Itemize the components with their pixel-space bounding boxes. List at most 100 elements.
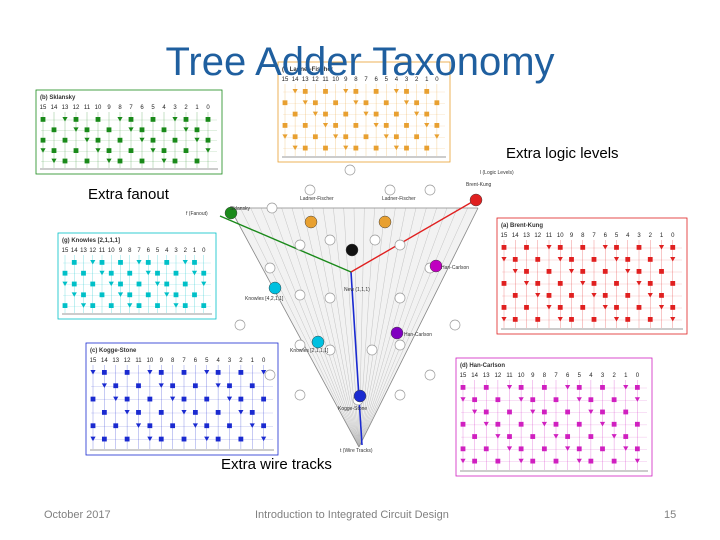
cell-mark — [172, 158, 178, 164]
buffer-mark — [623, 446, 629, 451]
node-label-sklansky: Sklansky — [230, 206, 251, 212]
cell-mark — [181, 436, 187, 442]
cell-mark — [118, 260, 123, 265]
buffer-mark — [535, 293, 541, 298]
hatch-line — [358, 207, 396, 448]
panel-label: (g) Knowles [2,1,1,1] — [62, 238, 120, 244]
buffer-mark — [117, 292, 124, 297]
cell-mark — [576, 385, 582, 390]
cell-mark — [62, 158, 68, 164]
buffer-mark — [238, 410, 244, 415]
bit-header: 7 — [182, 358, 186, 364]
cell-mark — [194, 158, 200, 164]
cell-mark — [183, 148, 189, 153]
cell-mark — [553, 421, 559, 427]
buffer-mark — [99, 270, 105, 276]
buffer-mark — [541, 421, 547, 427]
bit-header: 13 — [80, 248, 87, 254]
cell-mark — [623, 409, 629, 415]
cell-mark — [227, 383, 232, 389]
cell-mark — [483, 446, 489, 452]
node-label-ladner1: Ladner-Fischer — [300, 196, 334, 202]
cell-mark — [636, 245, 642, 250]
buffer-mark — [108, 281, 114, 287]
cell-mark — [113, 423, 119, 429]
bit-header: 9 — [570, 233, 574, 239]
cell-mark — [106, 127, 112, 133]
node-ladner2 — [378, 215, 392, 229]
cell-mark — [292, 111, 298, 117]
grid-node — [394, 339, 406, 351]
grid-node — [369, 234, 381, 246]
cell-mark — [557, 245, 563, 250]
bit-header: 0 — [202, 248, 206, 254]
buffer-mark — [353, 100, 359, 105]
cell-mark — [201, 270, 207, 276]
grid-node — [264, 262, 276, 274]
cell-mark — [383, 123, 389, 128]
bit-header: 6 — [194, 358, 198, 364]
cell-mark — [62, 303, 68, 308]
cell-mark — [580, 305, 586, 310]
bit-header: 4 — [589, 373, 593, 379]
cell-mark — [591, 257, 597, 262]
bit-header: 13 — [483, 373, 490, 379]
cell-mark — [181, 370, 187, 375]
bit-header: 1 — [193, 248, 197, 254]
buffer-mark — [113, 396, 119, 402]
bit-header: 14 — [71, 248, 78, 254]
cell-mark — [90, 303, 96, 308]
buffer-mark — [625, 269, 631, 274]
node-label-knowles2111: Knowles [2,1,1,1] — [290, 348, 329, 354]
cell-mark — [158, 436, 164, 442]
cell-mark — [127, 270, 133, 276]
cell-mark — [404, 123, 409, 128]
cell-mark — [71, 260, 77, 265]
cell-mark — [373, 89, 379, 94]
cell-mark — [614, 281, 619, 286]
bit-header: 15 — [62, 248, 69, 254]
bit-header: 9 — [160, 358, 164, 364]
cell-mark — [512, 317, 518, 322]
bit-header: 3 — [174, 248, 178, 254]
bit-header: 10 — [95, 105, 102, 111]
bit-header: 15 — [460, 373, 467, 379]
bit-header: 15 — [501, 233, 508, 239]
bit-header: 4 — [216, 358, 220, 364]
cell-mark — [588, 434, 594, 439]
buffer-mark — [170, 396, 176, 402]
cell-mark — [472, 397, 478, 403]
cell-mark — [117, 158, 123, 164]
bit-header: 12 — [312, 77, 319, 83]
cell-mark — [84, 158, 90, 164]
taxonomy-cube: l (Logic Levels)f (Fanout)t (Wire Tracks… — [186, 164, 514, 454]
grid-node — [394, 389, 406, 401]
buffer-mark — [205, 148, 211, 153]
bit-header: 12 — [124, 358, 131, 364]
footer-date: October 2017 — [44, 509, 111, 521]
buffer-mark — [147, 370, 153, 375]
panel-label: (a) Brent-Kung — [501, 223, 543, 229]
grid-node — [384, 184, 396, 196]
buffer-mark — [150, 148, 156, 153]
grid-node — [294, 239, 306, 251]
buffer-mark — [181, 410, 187, 415]
cell-mark — [576, 446, 582, 452]
cell-mark — [591, 281, 597, 286]
axis-label-fanout: f (Fanout) — [186, 211, 208, 217]
bit-header: 4 — [162, 105, 166, 111]
bit-header: 1 — [425, 77, 429, 83]
cell-mark — [524, 245, 529, 250]
buffer-mark — [145, 270, 151, 276]
cell-mark — [95, 137, 101, 143]
buffer-mark — [90, 370, 96, 375]
cell-mark — [611, 421, 617, 427]
bit-header: 7 — [137, 248, 141, 254]
cell-mark — [541, 409, 547, 415]
bit-header: 12 — [534, 233, 541, 239]
cell-mark — [323, 111, 328, 117]
hatch-line — [250, 207, 360, 448]
